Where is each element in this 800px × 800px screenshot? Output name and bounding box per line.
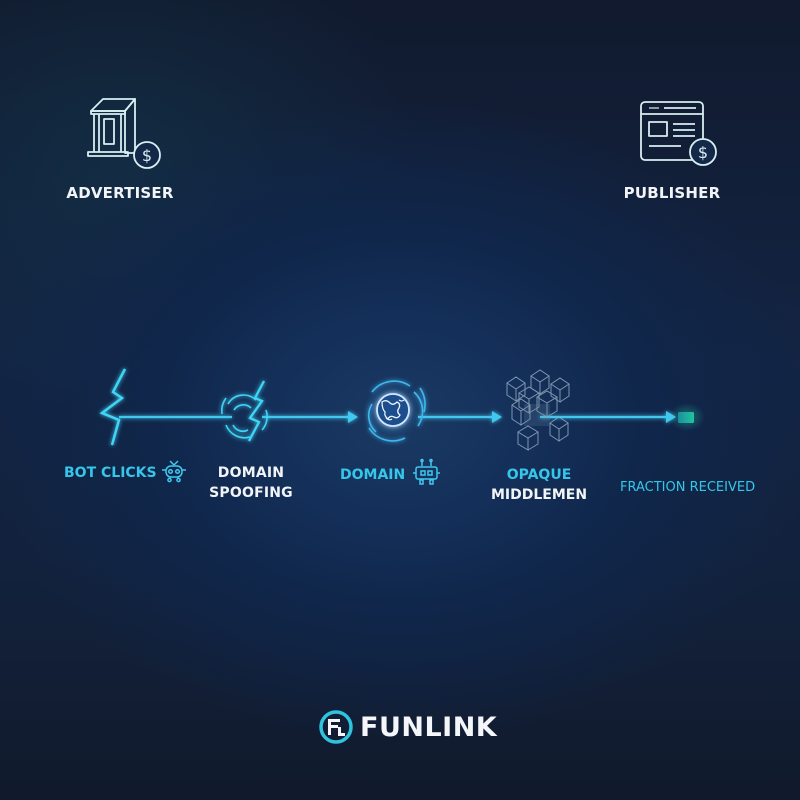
publisher-label: PUBLISHER xyxy=(623,184,721,202)
brand-name: FUNLINK xyxy=(360,711,498,743)
lightning-crack-icon xyxy=(99,368,127,446)
funlink-logo-icon xyxy=(319,710,353,744)
advertiser-block: $ ADVERTISER xyxy=(60,90,190,210)
cube-cluster-icon xyxy=(506,369,570,451)
globe-vortex-icon xyxy=(367,380,426,442)
robot-icon xyxy=(413,458,440,485)
robot-icon xyxy=(162,460,186,483)
stage-opaque-middlemen-label: OPAQUE MIDDLEMEN xyxy=(490,467,588,503)
publisher-block: $ PUBLISHER xyxy=(612,90,742,210)
vortex-lightning-icon xyxy=(220,380,268,442)
stage-fraction-received-label: FRACTION RECEIVED xyxy=(620,480,756,495)
svg-text:$: $ xyxy=(698,143,708,162)
stage-domain-label: DOMAIN xyxy=(340,467,406,483)
stage-bot-clicks-label: BOT CLICKS xyxy=(64,465,157,481)
flow-diagram xyxy=(99,368,705,451)
stage-domain-spoofing-label: DOMAIN SPOOFING xyxy=(209,465,293,501)
advertiser-label: ADVERTISER xyxy=(66,184,174,202)
webpage-dollar-icon: $ xyxy=(640,101,717,166)
svg-text:$: $ xyxy=(142,146,152,165)
flow-line xyxy=(119,411,676,423)
storefront-dollar-icon: $ xyxy=(87,98,161,169)
brand-logo: FUNLINK xyxy=(318,707,497,747)
green-block-icon xyxy=(678,412,694,423)
